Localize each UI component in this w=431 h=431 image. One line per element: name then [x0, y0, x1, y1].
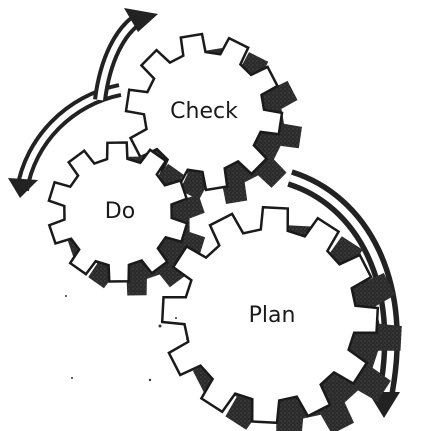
- gear-label-plan: Plan: [249, 303, 296, 328]
- gear-do: [47, 141, 206, 296]
- gear-check: [124, 32, 302, 204]
- gear-face: [124, 32, 284, 192]
- arrowhead-icon: [124, 8, 158, 32]
- gear-plan: [160, 205, 402, 431]
- gear-face: [160, 205, 380, 425]
- gear-label-do: Do: [105, 199, 135, 224]
- scan-specks: [65, 295, 177, 382]
- gear-face: [47, 141, 189, 283]
- arrowhead-icon: [8, 178, 38, 198]
- cycle-arrow-do-to-check: [93, 8, 158, 101]
- gear-label-check: Check: [170, 99, 238, 124]
